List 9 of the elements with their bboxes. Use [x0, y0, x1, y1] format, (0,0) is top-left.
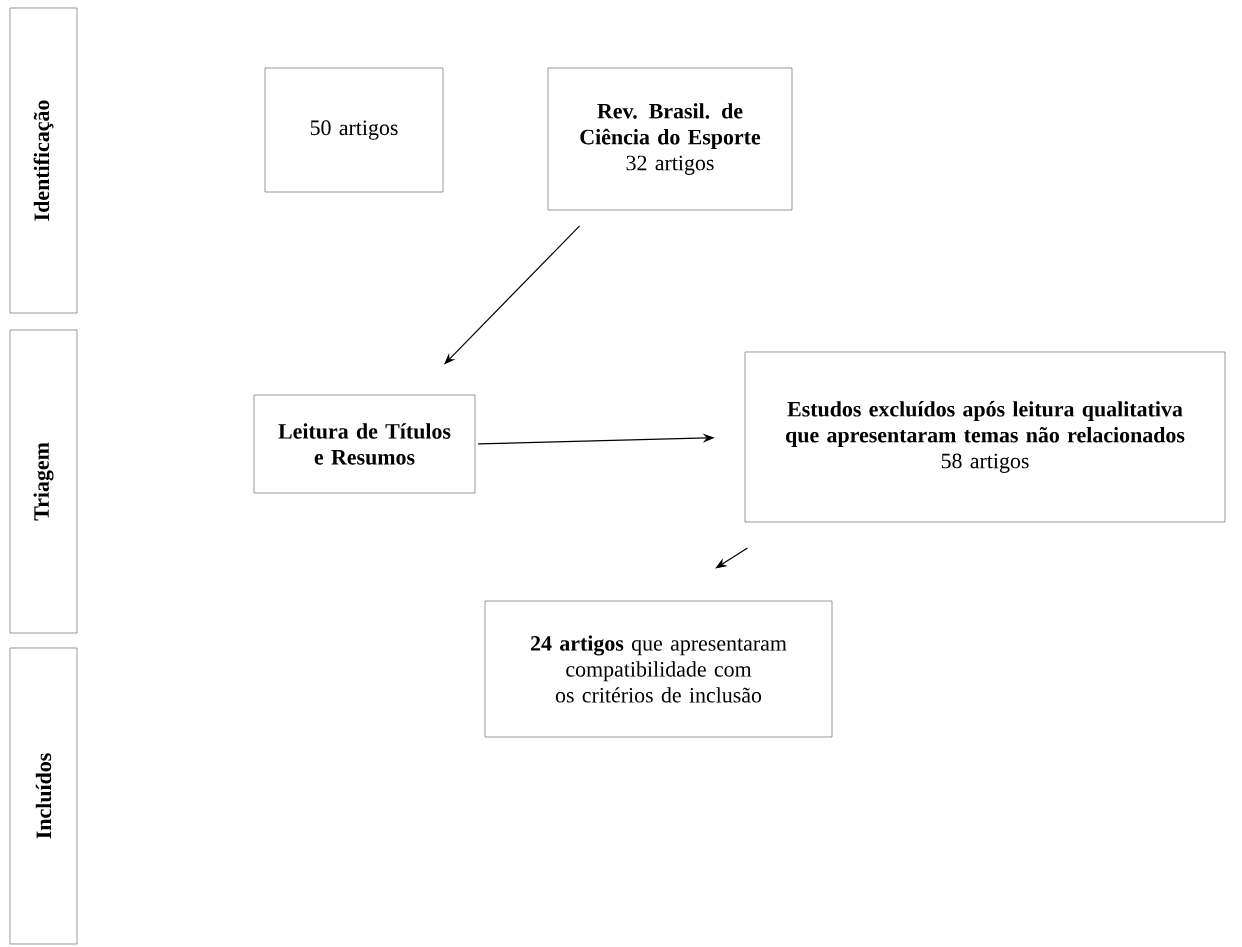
stage-band: Triagem — [9, 329, 78, 634]
process-box: 24 artigos que apresentaram compatibilidade com os critérios de inclusão — [484, 600, 833, 738]
stage-band: Incluídos — [9, 647, 78, 945]
process-box: Leitura de Títulos e Resumos — [253, 394, 476, 494]
process-box: 50 artigos — [264, 67, 444, 193]
process-box: Estudos excluídos após leitura qualitativa que apresentaram temas não relacionados 58 artigos — [744, 351, 1226, 523]
arrow — [715, 547, 749, 569]
stage-band: Identificação — [9, 7, 78, 314]
process-box: Rev. Brasil. de Ciência do Esporte 32 artigos — [547, 67, 793, 211]
